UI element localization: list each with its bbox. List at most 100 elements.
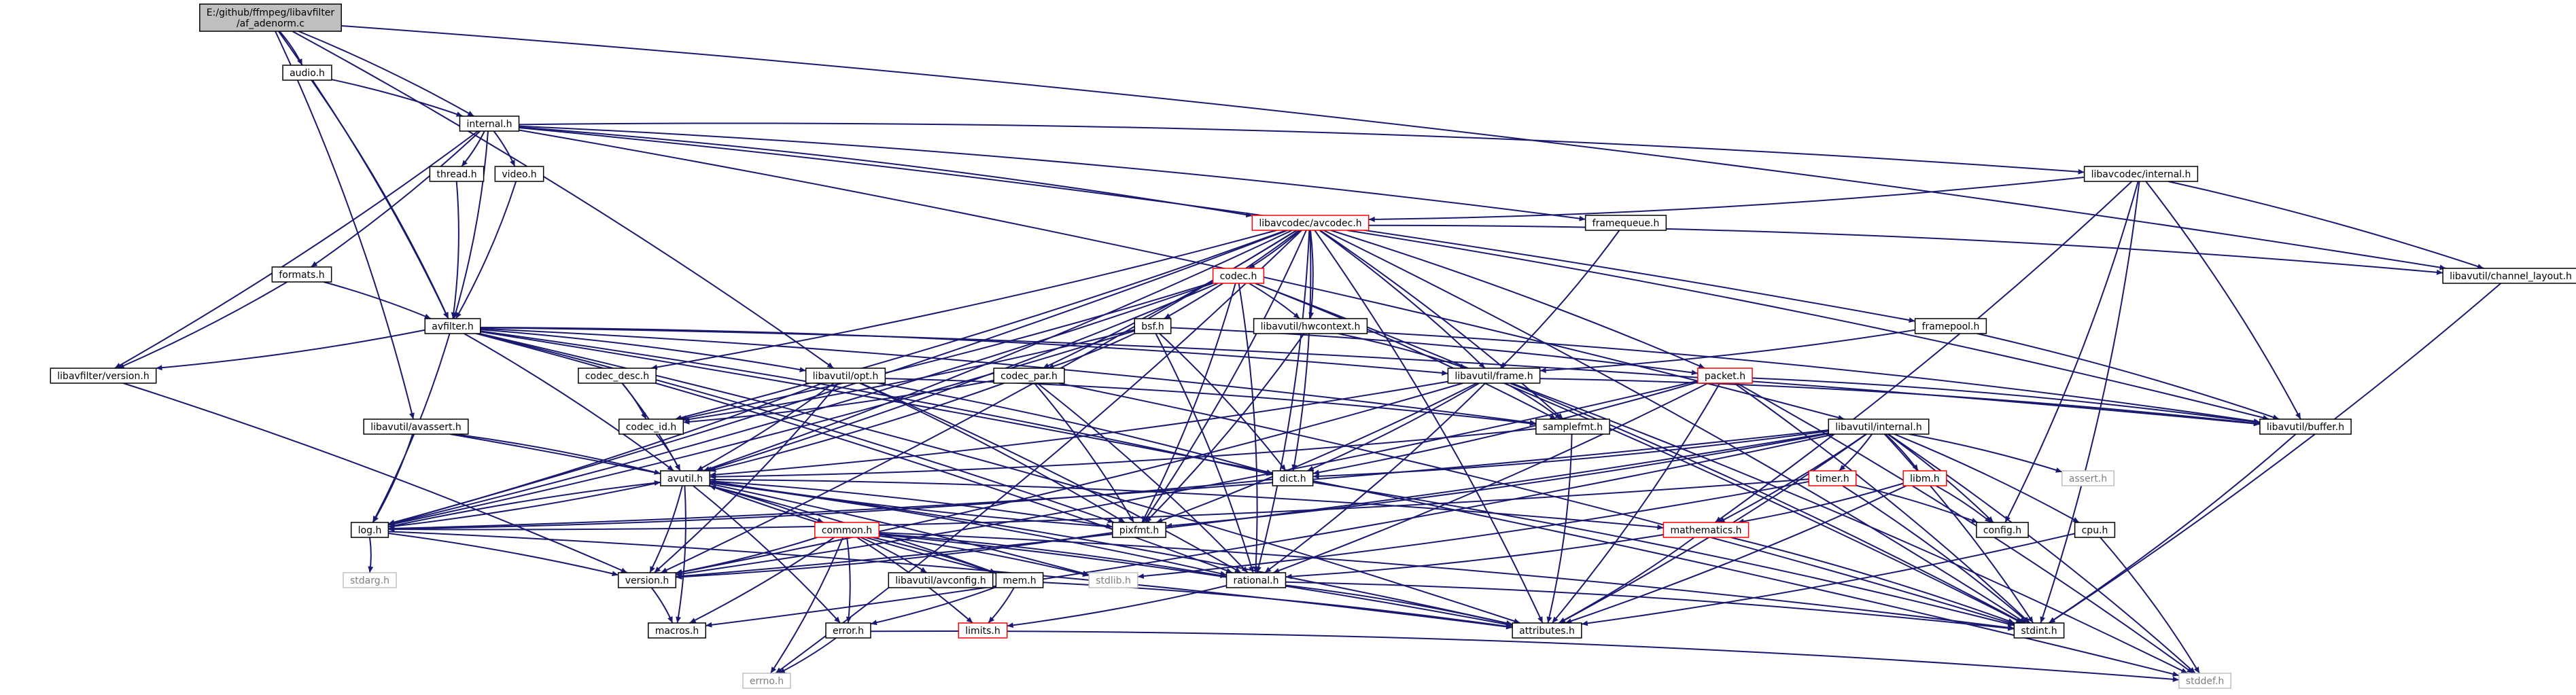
node-avcodec[interactable]: libavcodec/avcodec.h — [1251, 215, 1370, 231]
node-audio[interactable]: audio.h — [282, 65, 332, 81]
node-hwcontext[interactable]: libavutil/hwcontext.h — [1253, 318, 1368, 334]
node-lavf_version[interactable]: libavfilter/version.h — [50, 368, 157, 384]
node-box-buffer — [2259, 418, 2352, 435]
edge-avfilter-to-avutil — [464, 333, 674, 471]
node-avassert[interactable]: libavutil/avassert.h — [363, 418, 469, 435]
node-framepool[interactable]: framepool.h — [1914, 318, 1987, 334]
arrowhead-opt-to-avutil — [697, 465, 704, 471]
node-codec_desc[interactable]: codec_desc.h — [578, 368, 657, 384]
node-samplefmt[interactable]: samplefmt.h — [1535, 418, 1610, 435]
edge-buffer-to-stdint — [2048, 433, 2297, 624]
node-channel_layout[interactable]: libavutil/channel_layout.h — [2442, 268, 2576, 284]
edge-error-to-stddef — [870, 630, 2179, 681]
edge-audio-to-avfilter — [311, 79, 449, 319]
edge-timer-to-stdlib — [1137, 480, 1809, 577]
node-label-root: /af_adenorm.c — [237, 18, 304, 29]
edge-frame-to-version — [676, 382, 1463, 574]
edge-packet-to-attributes — [1551, 382, 1721, 624]
node-config[interactable]: config.h — [1976, 522, 2029, 538]
arrowhead-framepool-to-frame — [1539, 368, 1546, 374]
edge-formats-to-lavf_version — [118, 281, 288, 369]
arrowhead-codec_par-to-avutil — [710, 467, 716, 472]
node-codec_id[interactable]: codec_id.h — [618, 418, 684, 435]
edge-mathematics-to-attributes — [1558, 537, 1695, 624]
arrowhead-avcodec-to-channel_layout — [2436, 269, 2443, 275]
node-label-codec_par: codec_par.h — [1000, 371, 1058, 382]
arrowhead-samplefmt-to-avutil — [710, 474, 716, 480]
node-attributes[interactable]: attributes.h — [1512, 622, 1582, 639]
edge-lavu_internal-to-macros — [706, 433, 1835, 626]
node-log[interactable]: log.h — [350, 522, 389, 538]
node-error[interactable]: error.h — [825, 622, 871, 639]
arrowhead-avfilter-to-attributes — [1513, 618, 1520, 624]
node-label-avfilter: avfilter.h — [432, 321, 473, 332]
node-label-samplefmt: samplefmt.h — [1543, 422, 1603, 433]
edge-common-to-stdint — [879, 531, 2015, 629]
node-label-errno: errno.h — [750, 676, 784, 687]
arrowhead-audio-to-avfilter — [443, 312, 449, 319]
node-framequeue[interactable]: framequeue.h — [1584, 215, 1667, 231]
node-box-pixfmt — [1112, 522, 1166, 538]
edge-root-to-internal — [298, 31, 474, 117]
node-rational[interactable]: rational.h — [1225, 572, 1287, 588]
node-internal[interactable]: internal.h — [459, 115, 520, 132]
node-lavu_internal[interactable]: libavutil/internal.h — [1828, 418, 1930, 435]
node-label-limits: limits.h — [965, 626, 1000, 637]
node-common[interactable]: common.h — [814, 522, 880, 538]
edge-avfilter-to-buffer — [480, 327, 2260, 425]
edge-rational-to-attributes — [1285, 584, 1513, 626]
node-formats[interactable]: formats.h — [271, 266, 332, 283]
arrowhead-frame-to-stdint — [2016, 618, 2023, 623]
edge-avcodec-to-rational — [1256, 230, 1310, 573]
node-box-error — [825, 622, 871, 639]
node-packet[interactable]: packet.h — [1697, 368, 1753, 384]
edge-avcodec-to-pixfmt — [1143, 230, 1307, 523]
edge-mem-to-error — [870, 586, 996, 625]
node-cpu[interactable]: cpu.h — [2074, 522, 2116, 538]
node-version[interactable]: version.h — [617, 572, 677, 588]
node-box-rational — [1225, 572, 1287, 588]
node-mathematics[interactable]: mathematics.h — [1663, 522, 1750, 538]
node-pixfmt[interactable]: pixfmt.h — [1112, 522, 1166, 538]
edge-frame-to-dict — [1307, 382, 1480, 471]
node-thread[interactable]: thread.h — [429, 166, 485, 182]
node-dict[interactable]: dict.h — [1272, 470, 1314, 486]
arrowhead-samplefmt-to-attributes — [1546, 616, 1552, 623]
node-bsf[interactable]: bsf.h — [1134, 318, 1172, 334]
edge-lavu_internal-to-asserth — [1909, 433, 2063, 473]
node-libm[interactable]: libm.h — [1902, 470, 1947, 486]
node-label-asserth: assert.h — [2069, 474, 2107, 484]
node-label-macros: macros.h — [655, 626, 699, 637]
arrowhead-codec-to-hwcontext — [1293, 313, 1300, 319]
edge-libm-to-attributes — [1565, 485, 1907, 624]
edge-rational-to-stdint — [1285, 581, 2015, 630]
arrowhead-libm-to-config — [1984, 516, 1991, 522]
edge-video-to-avfilter — [455, 181, 517, 319]
node-codec[interactable]: codec.h — [1212, 268, 1265, 284]
node-timer[interactable]: timer.h — [1808, 470, 1857, 486]
arrowhead-pixfmt-to-avutil — [710, 479, 716, 485]
edge-mem-to-attributes — [1043, 582, 1513, 628]
node-avutil[interactable]: avutil.h — [660, 470, 710, 486]
arrowhead-timer-to-stdlib — [1137, 573, 1145, 580]
node-codec_par[interactable]: codec_par.h — [993, 368, 1065, 384]
node-lavc_internal[interactable]: libavcodec/internal.h — [2083, 166, 2199, 182]
node-mem[interactable]: mem.h — [995, 572, 1044, 588]
arrowhead-avutil-to-version — [650, 566, 655, 573]
node-video[interactable]: video.h — [494, 166, 544, 182]
node-opt[interactable]: libavutil/opt.h — [805, 368, 886, 384]
edge-avcodec-to-packet — [1330, 230, 1705, 369]
arrowhead-lavf_version-to-version — [620, 567, 627, 573]
node-avfilter[interactable]: avfilter.h — [424, 318, 481, 334]
node-macros[interactable]: macros.h — [647, 622, 707, 639]
edges-layer — [114, 25, 2502, 682]
node-limits[interactable]: limits.h — [958, 622, 1008, 639]
node-frame[interactable]: libavutil/frame.h — [1447, 368, 1541, 384]
edge-frame-to-rational — [1264, 382, 1486, 573]
node-avconfig[interactable]: libavutil/avconfig.h — [888, 572, 994, 588]
node-buffer[interactable]: libavutil/buffer.h — [2259, 418, 2352, 435]
arrowhead-thread-to-avfilter — [451, 312, 457, 319]
node-stdint[interactable]: stdint.h — [2013, 622, 2065, 639]
edge-avcodec-to-avutil — [703, 230, 1293, 471]
arrowhead-lavu_internal-to-timer — [1839, 464, 1846, 471]
